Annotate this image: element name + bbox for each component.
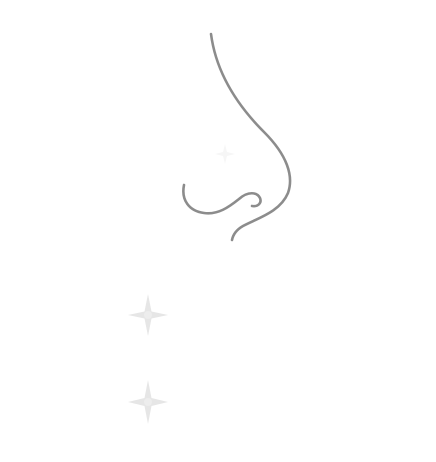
nostril-line [182, 183, 262, 215]
sparkle-icon-upper [128, 294, 168, 336]
sparkle-icon-small [215, 144, 235, 164]
nose-bridge-line [209, 32, 292, 242]
sparkle-icon-lower [128, 380, 168, 424]
